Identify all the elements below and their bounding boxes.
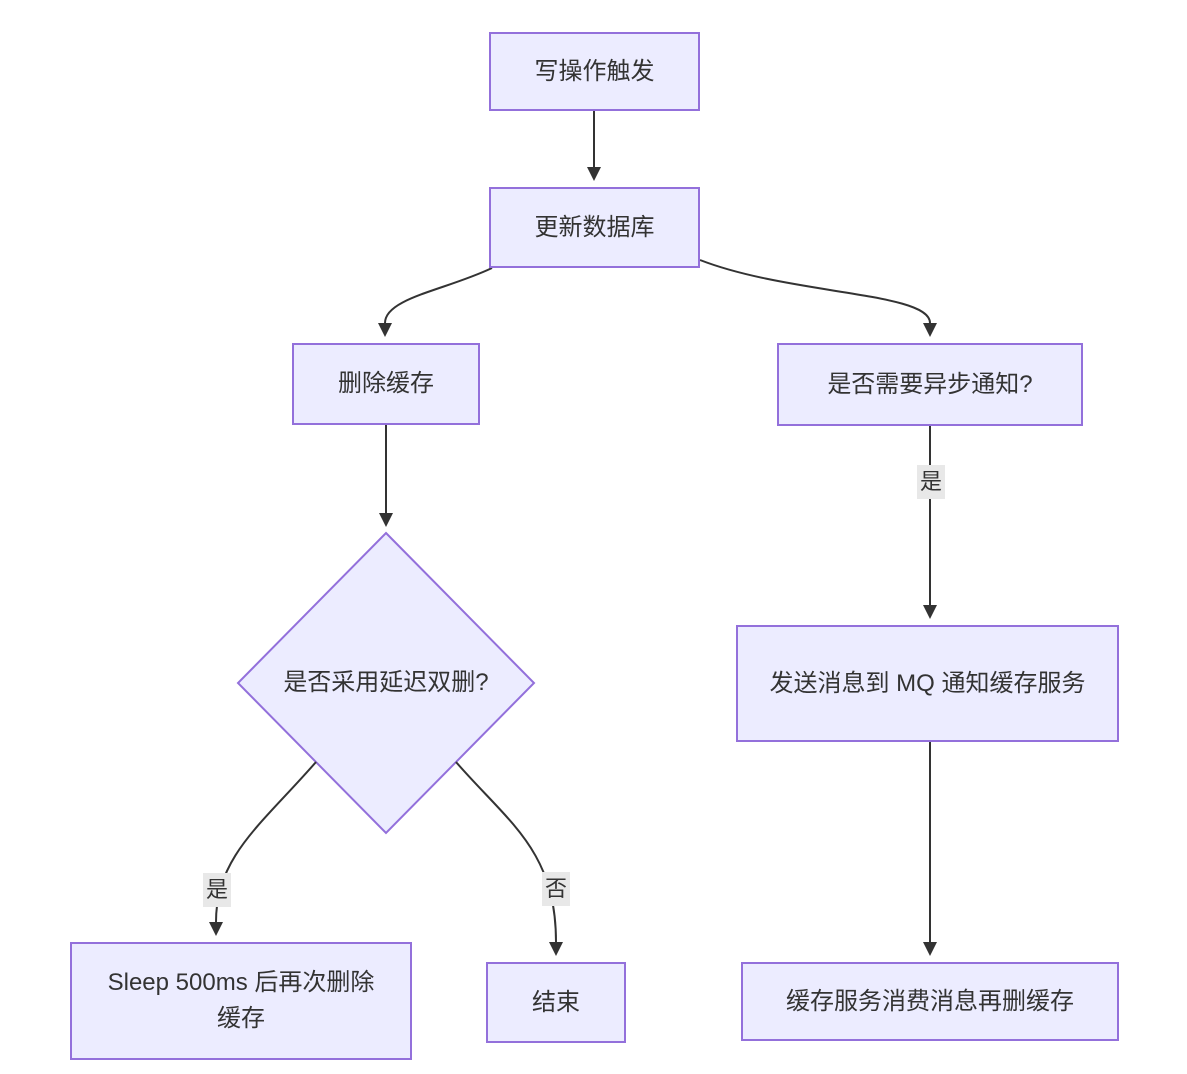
- node-update-db: 更新数据库: [489, 187, 700, 268]
- edge-label-delay-no: 否: [541, 872, 571, 906]
- node-consume-delete: 缓存服务消费消息再删缓存: [741, 962, 1119, 1041]
- node-update-db-label: 更新数据库: [534, 213, 655, 241]
- node-send-mq-label: 发送消息到 MQ 通知缓存服务: [769, 669, 1086, 697]
- node-sleep-delete: Sleep 500ms 后再次删除缓存: [70, 942, 412, 1060]
- edge-update-to-delete-cache: [378, 267, 493, 337]
- edge-update-to-async-question: [699, 259, 937, 337]
- node-end: 结束: [486, 962, 626, 1043]
- edge-label-async-yes: 是: [916, 465, 946, 499]
- node-delete-cache-label: 删除缓存: [338, 370, 434, 397]
- edge-label-delay-yes: 是: [202, 873, 232, 907]
- node-delete-cache: 删除缓存: [292, 343, 480, 425]
- edge-decision-no-to-end: [455, 761, 563, 956]
- node-async-question: 是否需要异步通知?: [777, 343, 1083, 426]
- node-async-question-label: 是否需要异步通知?: [827, 370, 1033, 398]
- node-write-trigger-label: 写操作触发: [534, 57, 655, 85]
- node-sleep-delete-label: Sleep 500ms 后再次删除缓存: [107, 969, 375, 1032]
- node-write-trigger: 写操作触发: [489, 32, 700, 111]
- node-delay-question-label: 是否采用延迟双删?: [283, 669, 489, 696]
- node-end-label: 结束: [532, 988, 580, 1016]
- node-send-mq: 发送消息到 MQ 通知缓存服务: [736, 625, 1119, 742]
- node-consume-delete-label: 缓存服务消费消息再删缓存: [786, 987, 1074, 1015]
